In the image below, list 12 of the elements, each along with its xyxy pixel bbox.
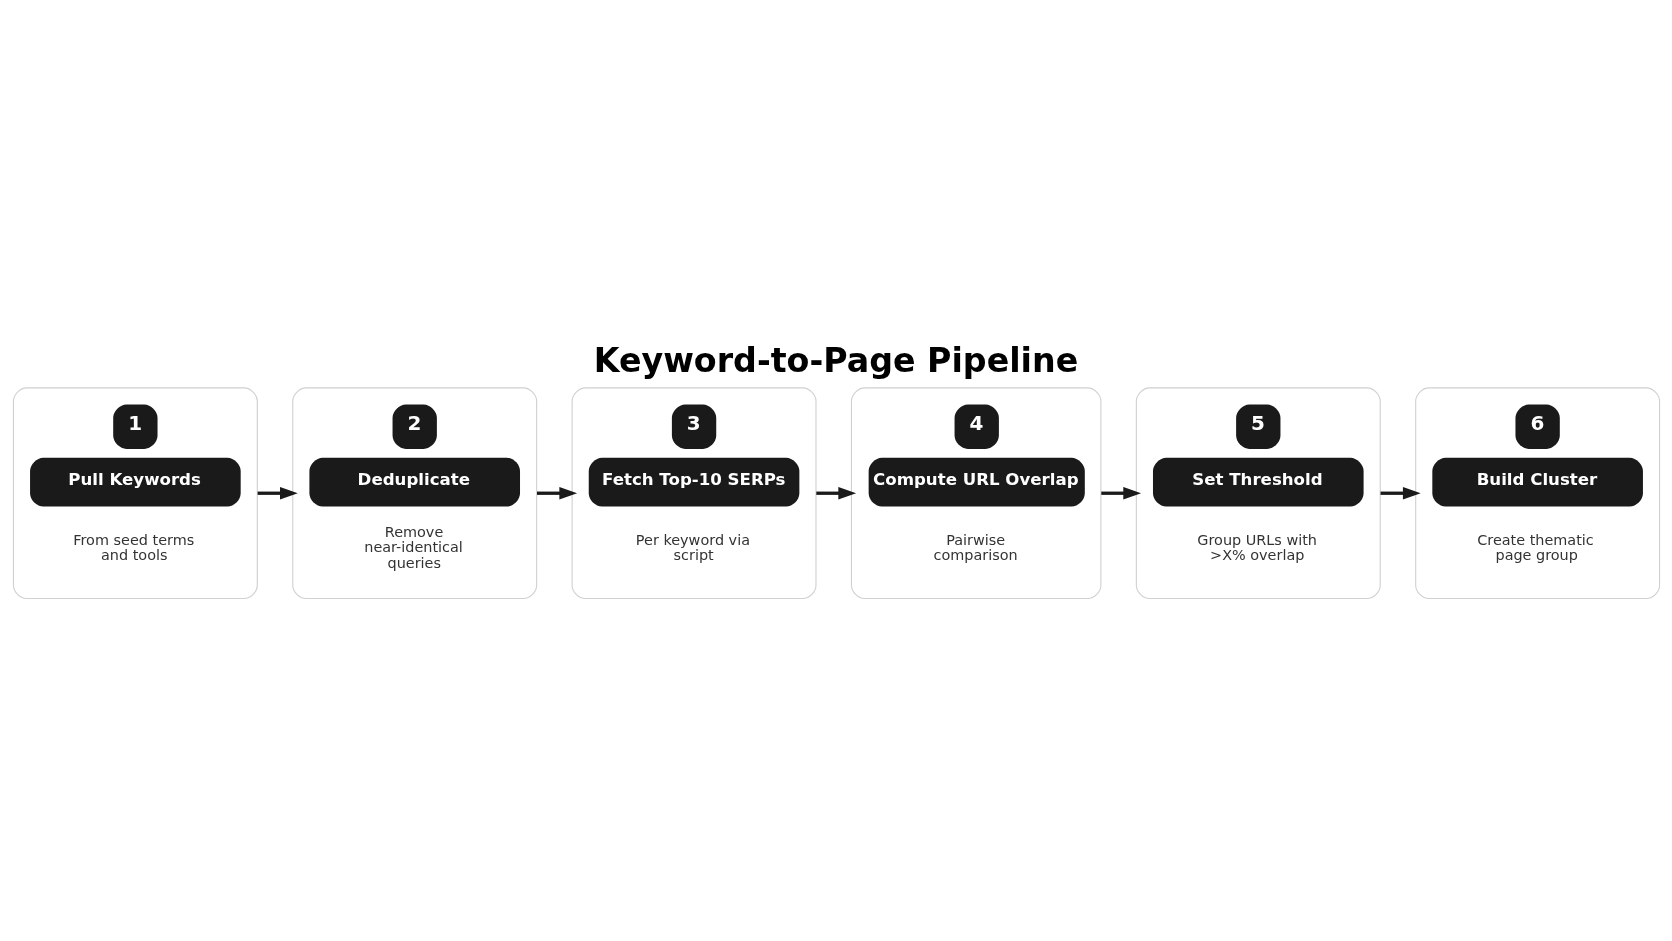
node-box: 2 Deduplicate Remove near-identical queries — [291, 387, 537, 600]
node-box: 1 Pull Keywords From seed terms and tools — [12, 387, 258, 600]
diagram-title: Keyword-to-Page Pipeline — [593, 341, 1078, 381]
arrow — [815, 487, 856, 500]
arrow — [536, 487, 577, 500]
arrow — [1380, 487, 1421, 500]
node-box: 5 Set Threshold Group URLs with >X% overlap — [1135, 387, 1381, 600]
arrow — [1100, 487, 1141, 500]
node-box: 6 Build Cluster Create thematic page group — [1414, 387, 1660, 600]
node-box: 4 Compute URL Overlap Pairwise comparison — [850, 387, 1101, 600]
node-box: 3 Fetch Top-10 SERPs Per keyword via script — [571, 387, 817, 600]
arrow — [257, 487, 298, 500]
